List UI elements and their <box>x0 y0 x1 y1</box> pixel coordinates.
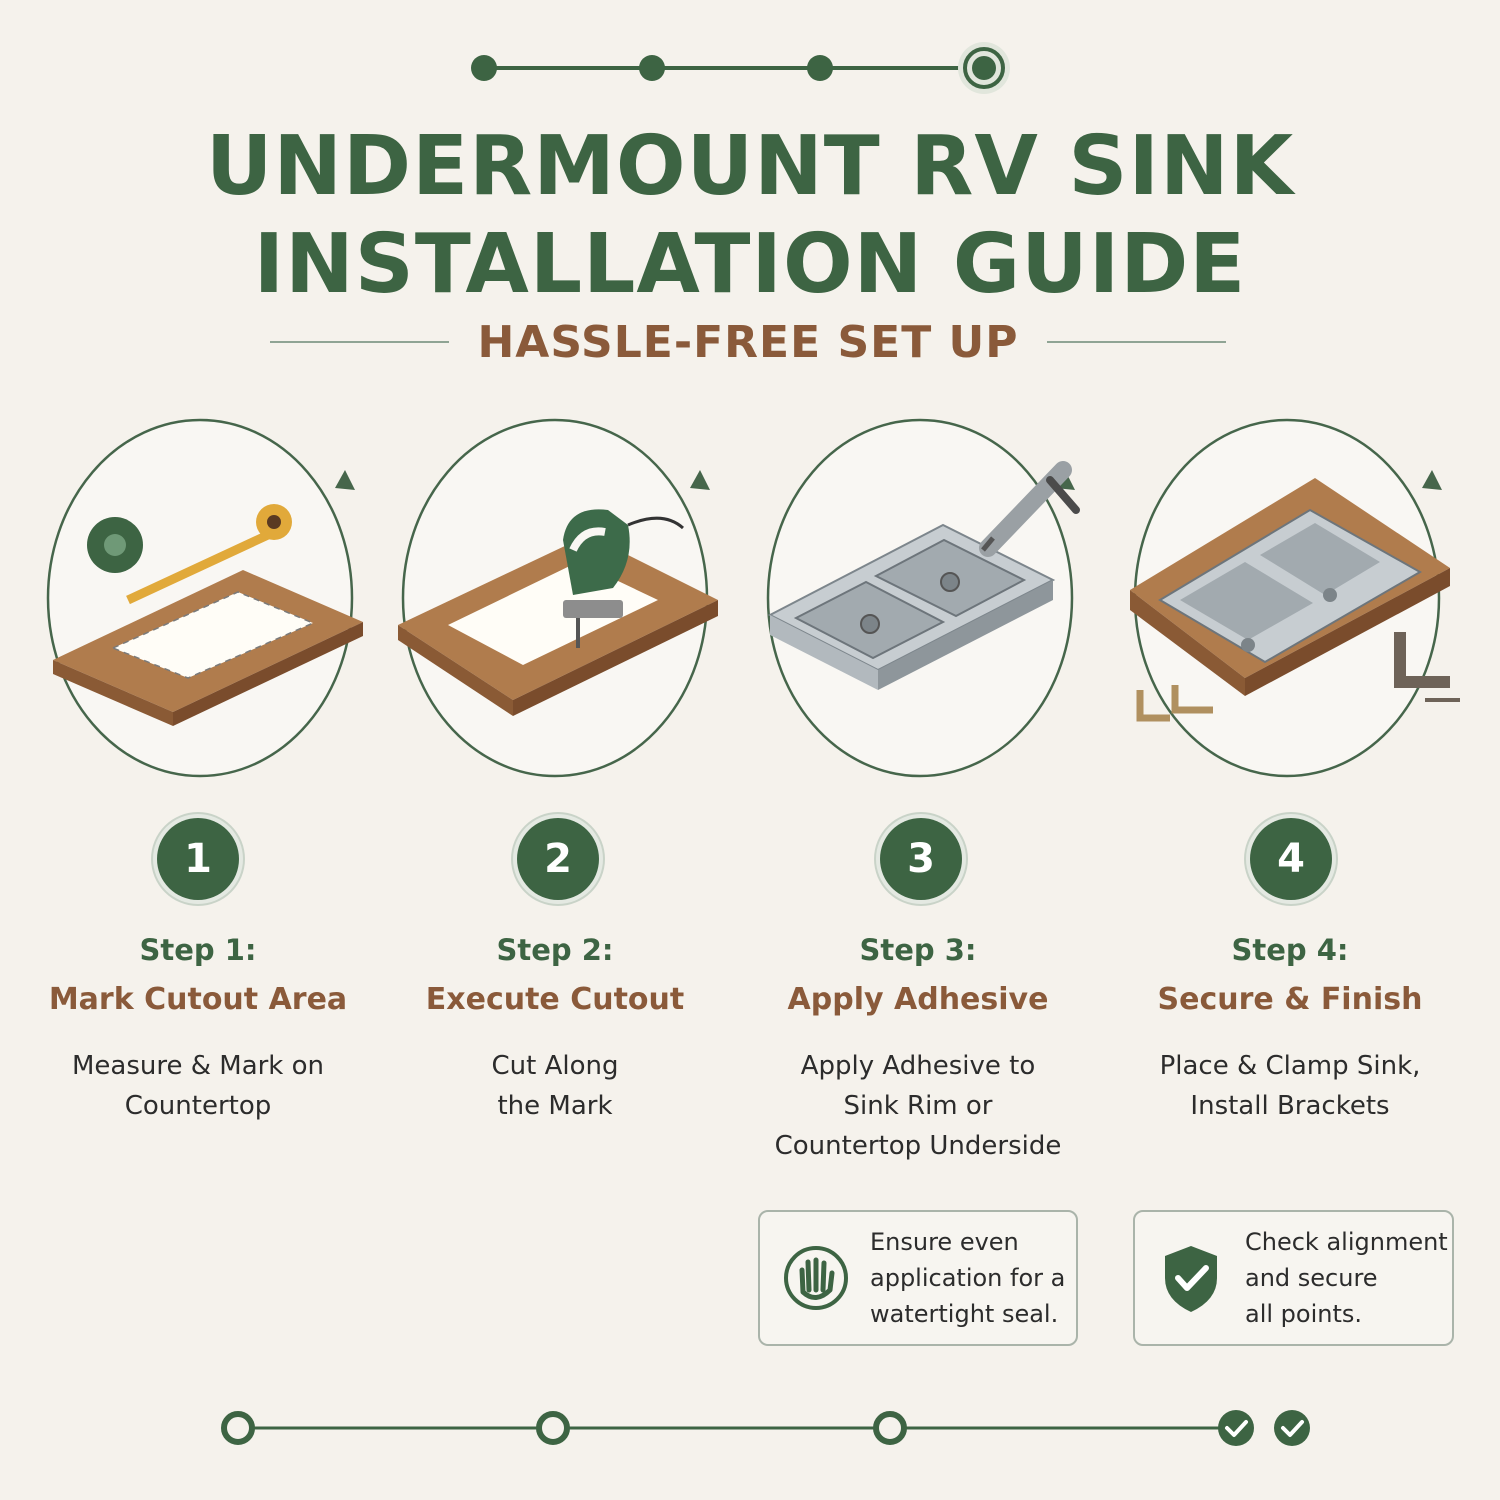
tip-text-line: all points. <box>1245 1300 1363 1328</box>
page-title: UNDERMOUNT RV SINK INSTALLATION GUIDE <box>0 118 1500 314</box>
step-3-text: Step 3: Apply Adhesive Apply Adhesive to… <box>738 928 1098 1166</box>
step-label: Step 2: <box>496 933 614 967</box>
progress-ring <box>873 1411 907 1445</box>
step-title: Apply Adhesive <box>787 982 1049 1017</box>
step-title: Secure & Finish <box>1157 982 1423 1017</box>
top-progress-indicator <box>471 42 1010 94</box>
step-description: Place & Clamp Sink, Install Brackets <box>1110 1046 1470 1126</box>
tip-text: Ensure even application for a watertight… <box>870 1224 1065 1332</box>
step-label: Step 3: <box>859 933 977 967</box>
step-description-line: Countertop Underside <box>774 1131 1062 1161</box>
jigsaw-icon <box>398 418 718 778</box>
step-title: Mark Cutout Area <box>48 982 348 1017</box>
step-description-line: Measure & Mark on <box>71 1051 325 1081</box>
step-description-line: Sink Rim or <box>843 1091 993 1121</box>
title-line-1: UNDERMOUNT RV SINK <box>205 119 1295 214</box>
step-label: Step 1: <box>139 933 257 967</box>
divider <box>270 341 450 343</box>
caulk-gun-sink-icon <box>766 418 1080 778</box>
step-4-text: Step 4: Secure & Finish Place & Clamp Si… <box>1110 928 1470 1126</box>
step-label: Step 4: <box>1231 933 1349 967</box>
step-description: Apply Adhesive to Sink Rim or Countertop… <box>738 1046 1098 1166</box>
step-description-line: Place & Clamp Sink, <box>1159 1051 1421 1081</box>
progress-dot <box>639 55 665 81</box>
hand-seal-icon <box>784 1246 848 1310</box>
check-circle-icon <box>1218 1410 1254 1446</box>
clamp-brackets-icon <box>1130 418 1460 778</box>
step-3-badge: 3 <box>880 818 962 900</box>
shield-check-icon <box>1165 1246 1217 1312</box>
step-2-text: Step 2: Execute Cutout Cut Along the Mar… <box>375 928 735 1126</box>
subtitle: HASSLE-FREE SET UP <box>477 316 1019 368</box>
progress-dot <box>471 55 497 81</box>
progress-dot <box>807 55 833 81</box>
subtitle-row: HASSLE-FREE SET UP <box>270 312 1226 372</box>
tip-text: Check alignment and secure all points. <box>1245 1224 1448 1332</box>
step-description-line: Cut Along <box>491 1051 619 1081</box>
title-line-2: INSTALLATION GUIDE <box>253 217 1247 312</box>
step-4-badge: 4 <box>1250 818 1332 900</box>
tape-measure-countertop-icon <box>46 418 363 778</box>
step-1-text: Step 1: Mark Cutout Area Measure & Mark … <box>18 928 378 1126</box>
tip-check-alignment: Check alignment and secure all points. <box>1133 1210 1454 1346</box>
step-description-line: Apply Adhesive to <box>800 1051 1036 1081</box>
step-1-badge: 1 <box>157 818 239 900</box>
step-description-line: Countertop <box>124 1091 272 1121</box>
tip-text-line: Check alignment <box>1245 1228 1448 1256</box>
tip-text-line: watertight seal. <box>870 1300 1059 1328</box>
tip-text-line: and secure <box>1245 1264 1378 1292</box>
step-description: Cut Along the Mark <box>375 1046 735 1126</box>
tip-text-line: application for a <box>870 1264 1066 1292</box>
progress-ring <box>221 1411 255 1445</box>
step-2-badge: 2 <box>517 818 599 900</box>
step-description: Measure & Mark on Countertop <box>18 1046 378 1126</box>
tip-watertight-seal: Ensure even application for a watertight… <box>758 1210 1078 1346</box>
step-description-line: the Mark <box>497 1091 613 1121</box>
check-circle-icon <box>1274 1410 1310 1446</box>
divider <box>1046 341 1226 343</box>
bottom-progress-indicator <box>221 1410 1310 1446</box>
progress-ring <box>536 1411 570 1445</box>
step-description-line: Install Brackets <box>1190 1091 1390 1121</box>
step-title: Execute Cutout <box>425 982 685 1017</box>
tip-text-line: Ensure even <box>870 1228 1019 1256</box>
